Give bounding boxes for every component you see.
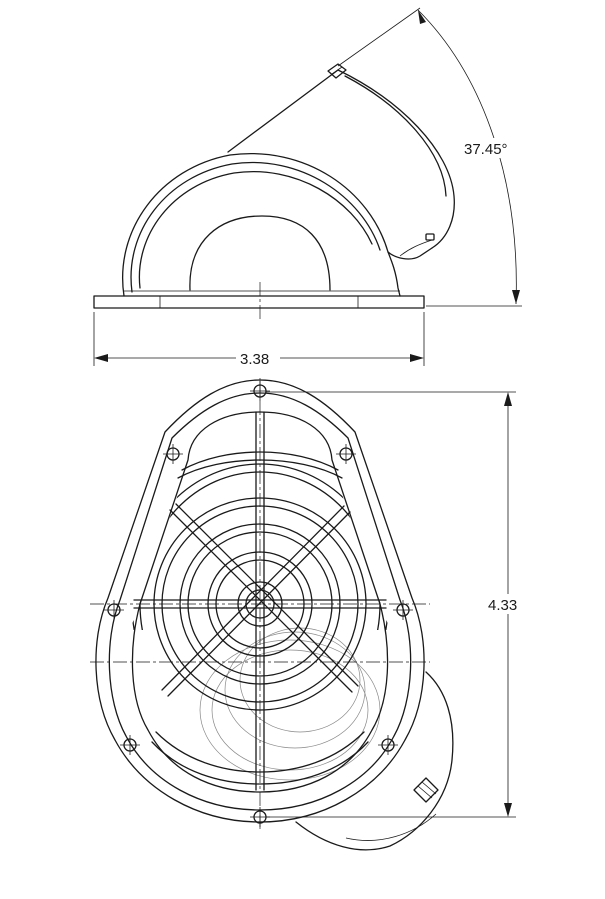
- screw-hole-upper-right: [336, 444, 356, 464]
- width-dimension: 3.38: [93, 312, 425, 368]
- angle-dimension: 37.45°: [417, 9, 520, 305]
- side-elevation-view: [93, 7, 522, 322]
- screw-hole-upper-left: [163, 444, 183, 464]
- screw-holes: [104, 381, 413, 827]
- screw-hole-lower-left: [120, 735, 140, 755]
- angle-dimension-label: 37.45°: [464, 141, 508, 158]
- screw-hole-mid-right: [393, 600, 413, 620]
- screw-hole-lower-right: [378, 735, 398, 755]
- screw-hole-top: [250, 381, 270, 401]
- width-dimension-label: 3.38: [240, 351, 269, 368]
- height-dimension-label: 4.33: [488, 597, 517, 614]
- height-dimension: 4.33: [266, 391, 526, 818]
- plan-view: [90, 378, 454, 851]
- clip-detail: [327, 63, 347, 79]
- screw-hole-mid-left: [104, 600, 124, 620]
